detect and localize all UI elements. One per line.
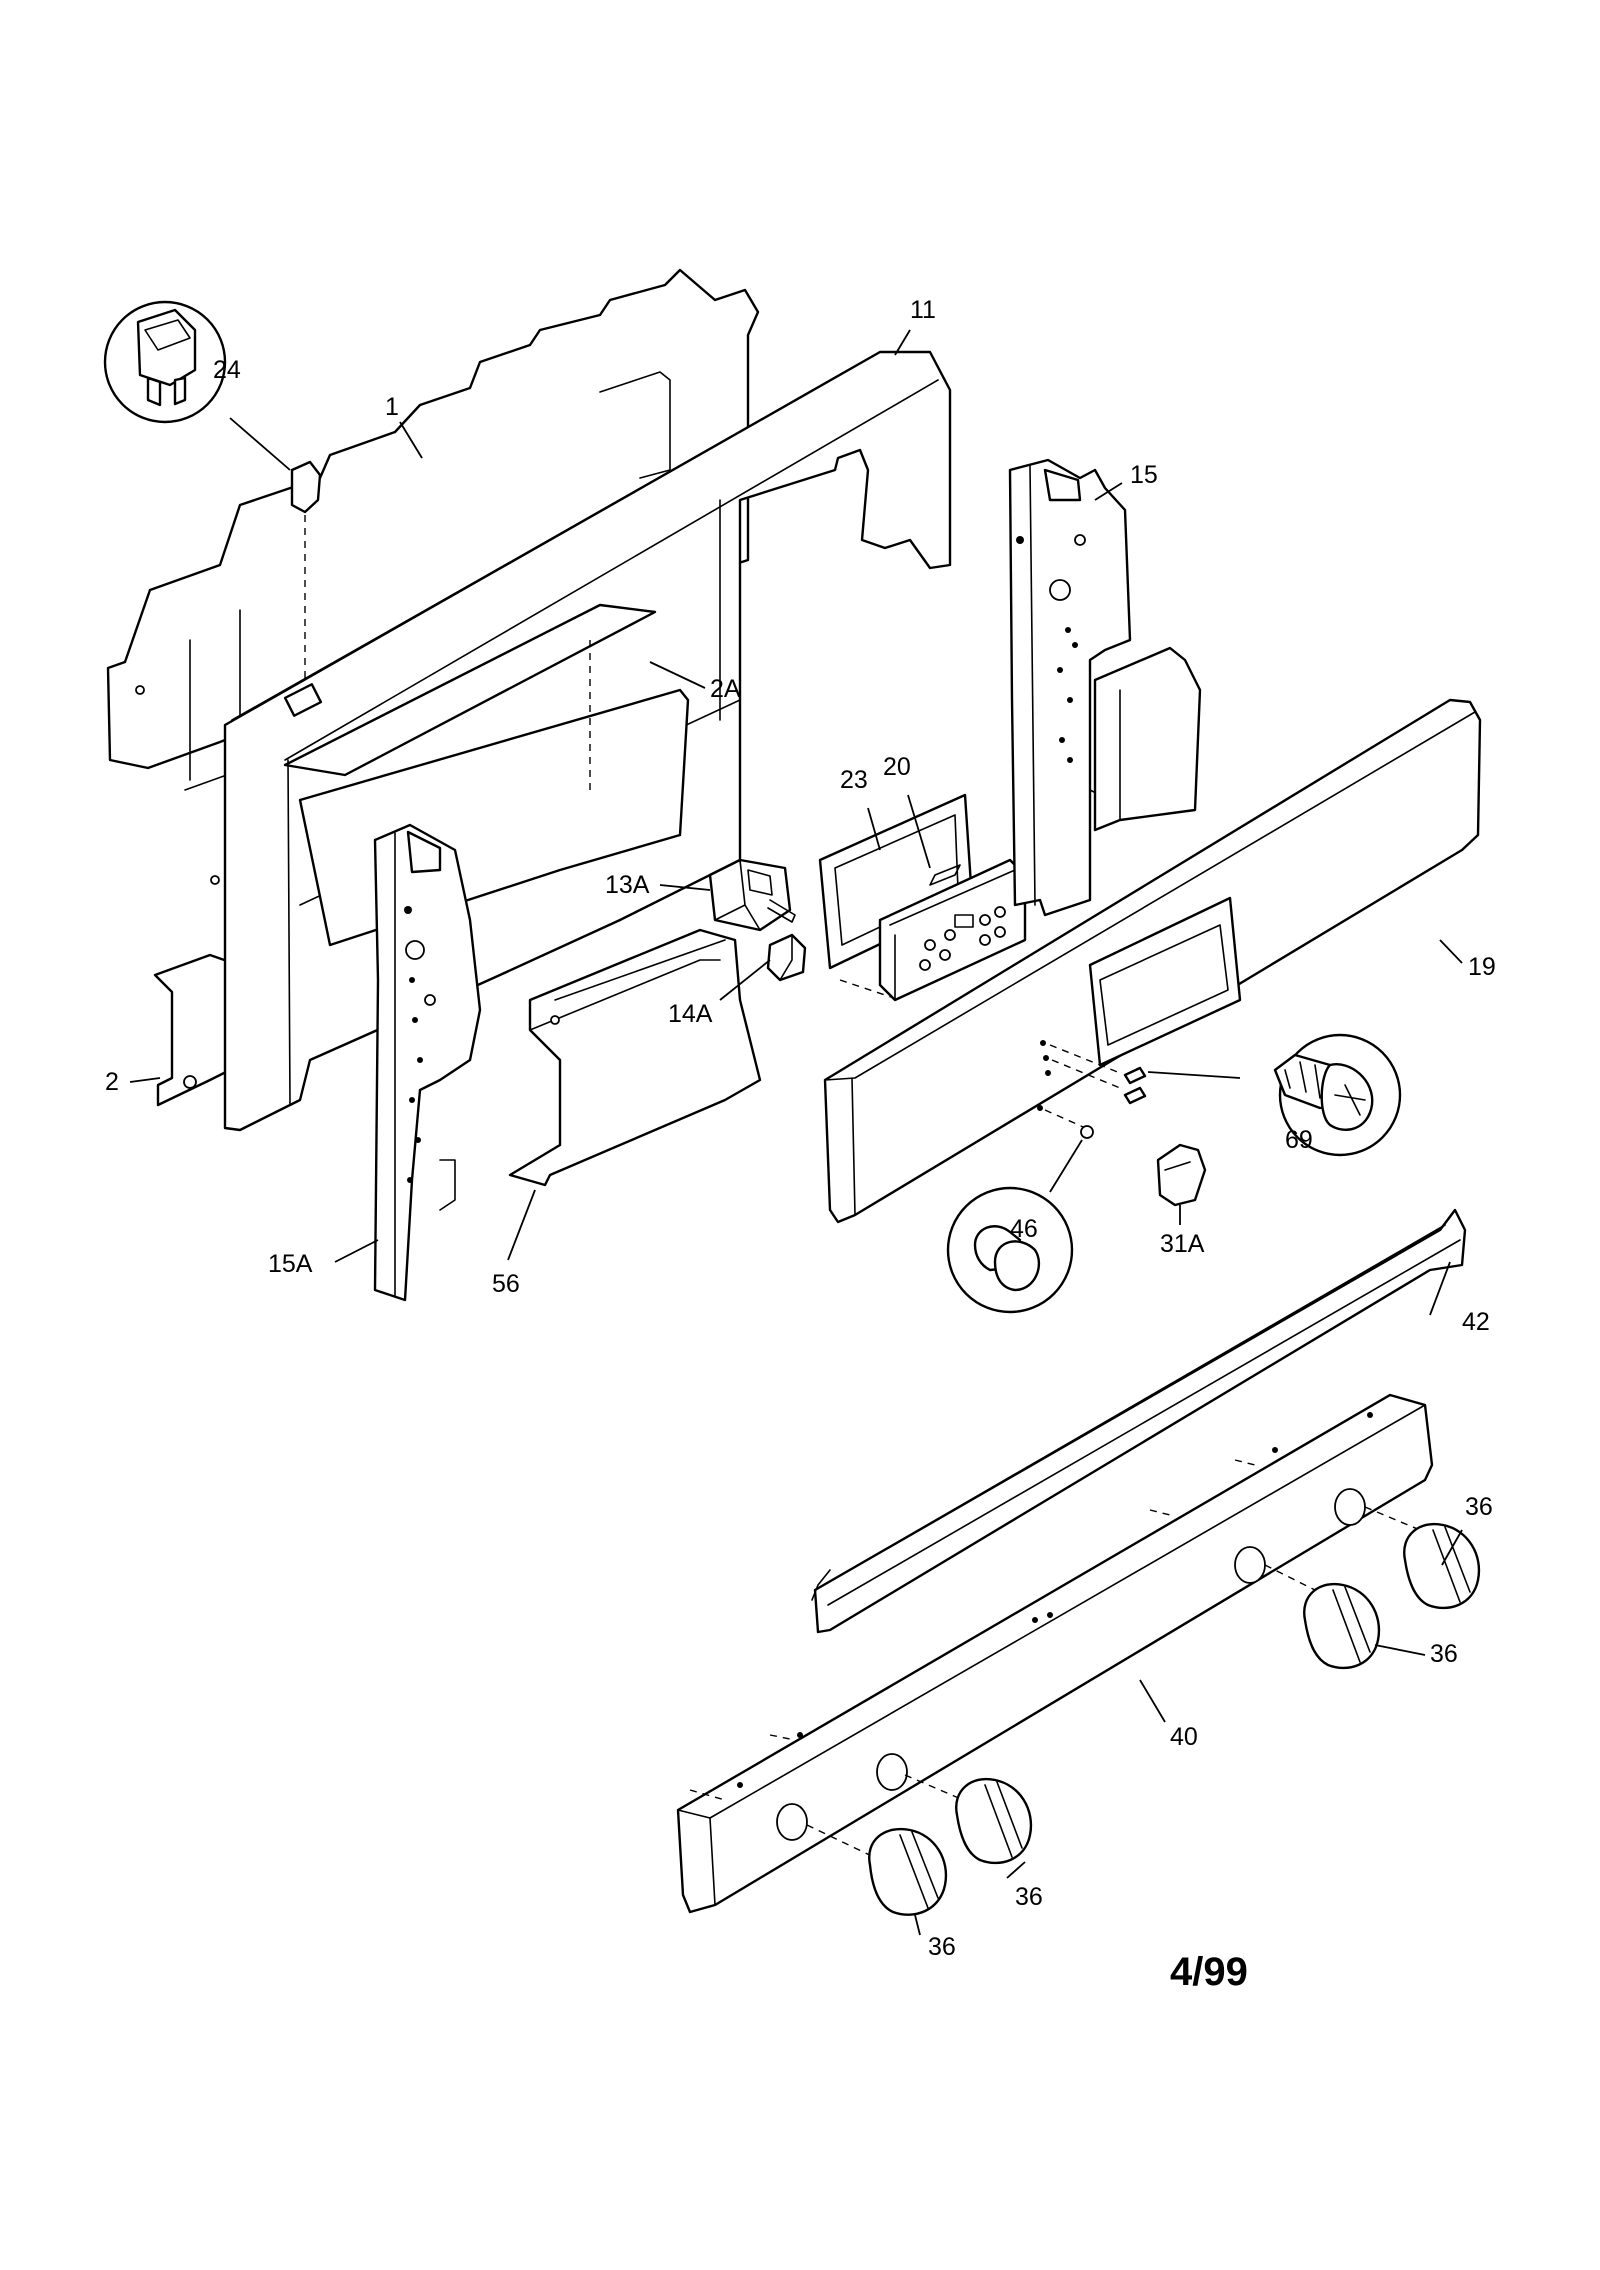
- callout-46: 46: [1010, 1215, 1038, 1243]
- side-bracket-right: [1008, 458, 1132, 917]
- burner-knob-4: [1403, 1522, 1481, 1610]
- callout-56: 56: [492, 1270, 520, 1298]
- callout-23: 23: [840, 766, 868, 794]
- relay-13a: [708, 858, 796, 932]
- callout-2a: 2A: [710, 675, 741, 703]
- callout-2: 2: [105, 1068, 119, 1096]
- callout-42: 42: [1462, 1308, 1490, 1336]
- burner-knob-2: [955, 1777, 1033, 1865]
- callout-13a: 13A: [605, 871, 650, 899]
- callout-15a: 15A: [268, 1250, 313, 1278]
- callout-36-b: 36: [1430, 1640, 1458, 1668]
- callout-1: 1: [385, 393, 399, 421]
- side-bracket-left: [373, 823, 482, 1302]
- trim-channel-42: [811, 1208, 1467, 1634]
- callout-labels: 24 1 11 15 2A 23 20 13A 19 14A 2 69 31A …: [105, 296, 1496, 1961]
- switch-14a: [766, 933, 807, 982]
- callout-20: 20: [883, 753, 911, 781]
- callout-36-a: 36: [1465, 1493, 1493, 1521]
- rear-panel-right-extension: [1093, 646, 1202, 832]
- detail-circle-24: [103, 300, 322, 680]
- lower-shield-56: [508, 928, 762, 1187]
- burner-knob-1: [868, 1827, 948, 1916]
- detail-circle-46: [946, 1139, 1083, 1314]
- control-panel-19: [823, 698, 1482, 1224]
- grommet-46-small: [1080, 1125, 1094, 1139]
- callout-15: 15: [1130, 461, 1158, 489]
- callout-36-c: 36: [1015, 1883, 1043, 1911]
- screws-69: [1123, 1066, 1147, 1105]
- callout-24: 24: [213, 356, 241, 384]
- electronic-clock-control-20: [878, 858, 1027, 1002]
- burner-knob-3: [1303, 1582, 1381, 1670]
- leader-lines: [129, 329, 1463, 1936]
- callout-19: 19: [1468, 953, 1496, 981]
- detail-circle-69: [1147, 1033, 1402, 1157]
- date-stamp: 4/99: [1170, 1950, 1248, 1994]
- knob-31a: [1156, 1143, 1207, 1207]
- callout-31a: 31A: [1160, 1230, 1205, 1258]
- callout-40: 40: [1170, 1723, 1198, 1751]
- callout-11: 11: [910, 296, 936, 324]
- callout-69: 69: [1285, 1126, 1313, 1154]
- callout-36-d: 36: [928, 1933, 956, 1961]
- callout-14a: 14A: [668, 1000, 713, 1028]
